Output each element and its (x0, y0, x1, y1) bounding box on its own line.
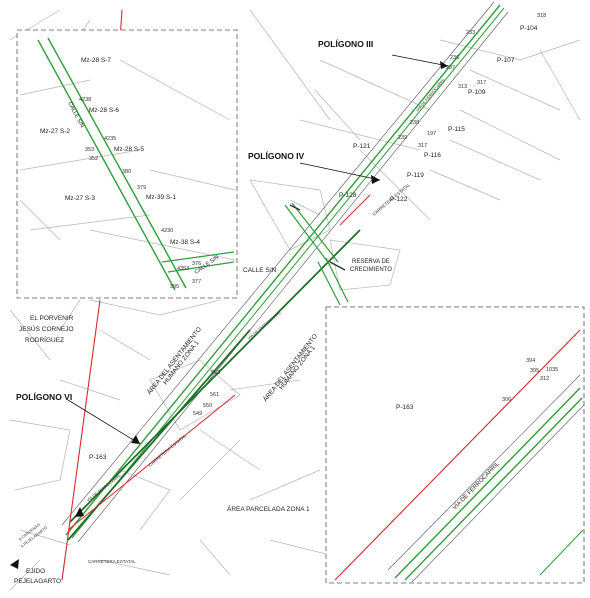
reserva-label-2: CRECIMIENTO (350, 267, 392, 273)
vertex-233: 233 (466, 30, 475, 36)
vertex-239: 239 (398, 135, 407, 141)
vertex-394: 394 (526, 358, 535, 364)
vertex-238: 238 (410, 120, 419, 126)
vertex-312: 312 (540, 376, 549, 382)
parcelada-label: ÁREA PARCELADA ZONA 1 (227, 504, 310, 513)
parcel-p107: P-107 (497, 57, 515, 64)
vertex-237: 237 (446, 65, 455, 71)
parcel-p163-main: P-163 (396, 404, 414, 411)
junction-detail (284, 202, 349, 306)
arrow-icon (440, 61, 448, 69)
block-mz28s7: Mz-28 S-7 (81, 57, 111, 64)
arrow-icon (75, 507, 84, 517)
via-ferrocarril-2: VÍA DE FERROCARRIL (246, 309, 282, 341)
ejido-label-2: PEJELAGARTO (14, 578, 61, 585)
vertex-313: 313 (458, 84, 467, 90)
vertex-376: 376 (192, 261, 201, 267)
vertex-4353: 4353 (177, 266, 189, 272)
block-mz27s3: Mz-27 S-3 (65, 195, 95, 202)
ejido-label-1: EJIDO (26, 568, 45, 575)
arrow-icon (371, 175, 380, 184)
vertex-labels: 318 233 236 237 313 317 239 238 197 317 … (79, 13, 558, 417)
vertex-550: 550 (203, 403, 212, 409)
arrow-icon (131, 435, 140, 444)
vertex-4235: 4235 (104, 136, 116, 142)
reserva-label-1: RESERVA DE (352, 259, 390, 265)
leader-arrows (10, 54, 449, 569)
porvenir-label-2: JESÚS CORNEJO (19, 324, 74, 333)
parcel-p121: P-121 (353, 143, 371, 150)
block-mz28s6: Mz-28 S-6 (89, 107, 119, 114)
parcel-p163-inset: P-163 (89, 454, 107, 461)
vertex-4238: 4238 (79, 97, 91, 103)
zona1-left-label-1: ÁREA DEL ASENTAMIENTO (144, 325, 203, 396)
parcel-p109: P-109 (468, 89, 486, 96)
parcel-outlines (9, 9, 581, 591)
vertex-549: 549 (193, 411, 202, 417)
vertex-1035: 1035 (546, 367, 558, 373)
vertex-197: 197 (427, 131, 436, 137)
porvenir-label-3: RODRÍGUEZ (25, 335, 64, 344)
polygon-iii-label: POLÍGONO III (318, 39, 373, 49)
zona1-right-label-1: ÁREA DEL ASENTAMIENTO (260, 332, 319, 403)
vertex-395: 395 (530, 368, 539, 374)
vertex-563: 563 (211, 370, 220, 376)
inset-top-left (16, 29, 238, 299)
vertex-379: 379 (137, 185, 146, 191)
vertex-380: 380 (122, 169, 131, 175)
vertex-317b: 317 (418, 143, 427, 149)
inset-bottom-right (325, 306, 585, 584)
parcel-p116: P-116 (424, 152, 441, 159)
calle-sn-main: CALLE S/N (243, 267, 277, 274)
porvenir-label-1: EL PORVENIR (30, 315, 74, 322)
vertex-306: 306 (502, 397, 511, 403)
polygon-vi-label: POLÍGONO VI (16, 392, 72, 402)
vertex-352: 352 (89, 156, 98, 162)
parcel-p122: P-122 (390, 196, 408, 203)
vertex-377: 377 (192, 279, 201, 285)
carretera-estatal-3: CARRETERA ESTATAL (88, 559, 136, 564)
vertex-395-inset: 395 (170, 284, 179, 290)
block-mz38s4: Mz-38 S-4 (170, 239, 200, 246)
block-mz39s1: Mz-39 S-1 (146, 194, 176, 201)
block-mz28s5: Mz-28 S-5 (114, 146, 144, 153)
vertex-4230: 4230 (161, 228, 173, 234)
polygon-iv-label: POLÍGONO IV (248, 151, 305, 161)
vertex-236: 236 (450, 55, 459, 61)
block-mz27s2: Mz-27 S-2 (40, 128, 70, 135)
vertex-561: 561 (210, 392, 219, 398)
vertex-317a: 317 (477, 80, 486, 86)
zona1-right-label-2: HUMANO ZONA 1 (278, 344, 317, 391)
parcel-p115: P-115 (448, 126, 465, 133)
parcel-p104: P-104 (520, 25, 538, 32)
parcel-p119: P-119 (407, 172, 424, 179)
arrow-icon (10, 559, 19, 569)
vertex-353: 353 (85, 147, 94, 153)
parcel-p128: P-128 (339, 192, 357, 199)
vertex-318: 318 (537, 13, 546, 19)
